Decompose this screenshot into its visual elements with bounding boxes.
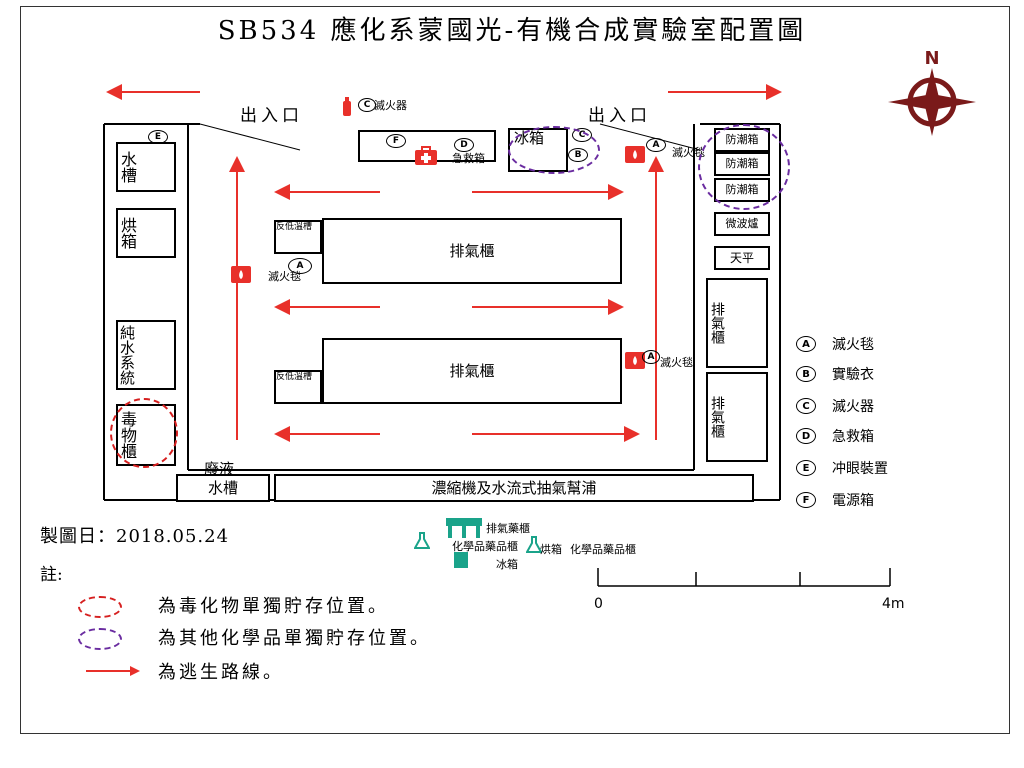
low-temp-bath-2: 反低溫槽 — [274, 370, 322, 404]
compass-icon: N — [888, 48, 976, 136]
flask-icon-1 — [414, 532, 430, 549]
microwave: 微波爐 — [714, 212, 770, 236]
marker-a-top: A — [646, 138, 666, 152]
marker-a-left: A — [288, 258, 312, 274]
blanket-top-label: 滅火毯 — [672, 146, 705, 159]
icon-chem1-label: 化學品藥品櫃 — [452, 540, 518, 553]
legend-item-e: E 冲眼裝置 — [796, 458, 888, 478]
extinguisher-top-label: 滅火器 — [374, 99, 407, 112]
legend-item-f: F 電源箱 — [796, 490, 874, 510]
first-aid-label: 急救箱 — [452, 152, 485, 165]
legend-label: 滅火器 — [832, 399, 874, 415]
icon-chem3-label: 化學品藥品櫃 — [570, 543, 636, 556]
first-aid-icon — [415, 146, 437, 165]
fume-hood-2: 排氣櫃 — [322, 338, 622, 404]
icon-exhaust-label: 排氣藥櫃 — [486, 522, 530, 535]
blanket-left-label: 滅火毯 — [268, 270, 301, 283]
sink-top: 水槽 — [116, 142, 176, 192]
compass-north-label: N — [924, 48, 939, 69]
balance: 天平 — [714, 246, 770, 270]
note-toxic: 為毒化物單獨貯存位置。 — [158, 596, 389, 617]
sink-bottom: 水槽 — [176, 474, 270, 502]
oven: 烘箱 — [116, 208, 176, 258]
page-title: SB534 應化系蒙國光-有機合成實驗室配置圖 — [217, 16, 807, 46]
right-hood-1: 排氣櫃 — [706, 278, 768, 368]
fire-blanket-icon-right — [625, 352, 645, 369]
chem-legend-mark — [78, 628, 122, 650]
fume-hood-1: 排氣櫃 — [322, 218, 622, 284]
toxic-legend-mark — [78, 596, 122, 618]
icon-fridge-label: 冰箱 — [496, 558, 518, 571]
escape-route-legend-arrow — [86, 666, 140, 676]
scale-end-label: 4m — [882, 596, 905, 612]
entrance-right-label: 出入口 — [588, 106, 651, 126]
right-hood-2: 排氣櫃 — [706, 372, 768, 462]
legend-marker-a: A — [796, 336, 816, 352]
bottom-bench: 濃縮機及水流式抽氣幫浦 — [274, 474, 754, 502]
date-line: 製圖日：2018.05.24 — [40, 526, 230, 547]
marker-c-top: C — [358, 98, 376, 112]
note-chemicals: 為其他化學品單獨貯存位置。 — [158, 628, 431, 649]
legend-marker-e: E — [796, 460, 816, 476]
marker-f: F — [386, 134, 406, 148]
legend-label: 急救箱 — [832, 429, 874, 445]
fire-blanket-icon-left — [231, 266, 251, 283]
fire-extinguisher-icon — [343, 97, 351, 116]
pure-water-system: 純水系統 — [116, 320, 176, 390]
legend-label: 滅火毯 — [832, 337, 874, 353]
marker-d: D — [454, 138, 474, 152]
icon-chem2-label: 烘箱 — [540, 543, 562, 556]
legend-label: 冲眼裝置 — [832, 461, 888, 477]
legend-item-c: C 滅火器 — [796, 396, 874, 416]
note-escape: 為逃生路線。 — [158, 662, 284, 683]
legend-item-b: B 實驗衣 — [796, 364, 874, 384]
low-temp-bath-1: 反低溫槽 — [274, 220, 322, 254]
marker-a-right: A — [642, 350, 660, 364]
legend-item-d: D 急救箱 — [796, 426, 874, 446]
fire-blanket-icon-top — [625, 146, 645, 163]
chem-storage-highlight-right — [698, 124, 790, 210]
scale-start-label: 0 — [594, 596, 603, 612]
legend-item-a: A 滅火毯 — [796, 334, 874, 354]
toxic-storage-highlight — [110, 398, 178, 468]
waste-liquid-label: 廢液 — [204, 460, 235, 478]
blanket-right-label: 滅火毯 — [660, 356, 693, 369]
legend-label: 電源箱 — [832, 493, 874, 509]
flask-icon-2 — [526, 536, 542, 553]
legend-marker-d: D — [796, 428, 816, 444]
legend-marker-f: F — [796, 492, 816, 508]
legend-marker-b: B — [796, 366, 816, 382]
legend-marker-c: C — [796, 398, 816, 414]
exhaust-cabinet-icon — [446, 518, 482, 568]
legend-label: 實驗衣 — [832, 367, 874, 383]
notes-label: 註: — [40, 565, 63, 585]
entrance-left-label: 出入口 — [240, 106, 303, 126]
chem-storage-highlight-top — [508, 126, 600, 174]
